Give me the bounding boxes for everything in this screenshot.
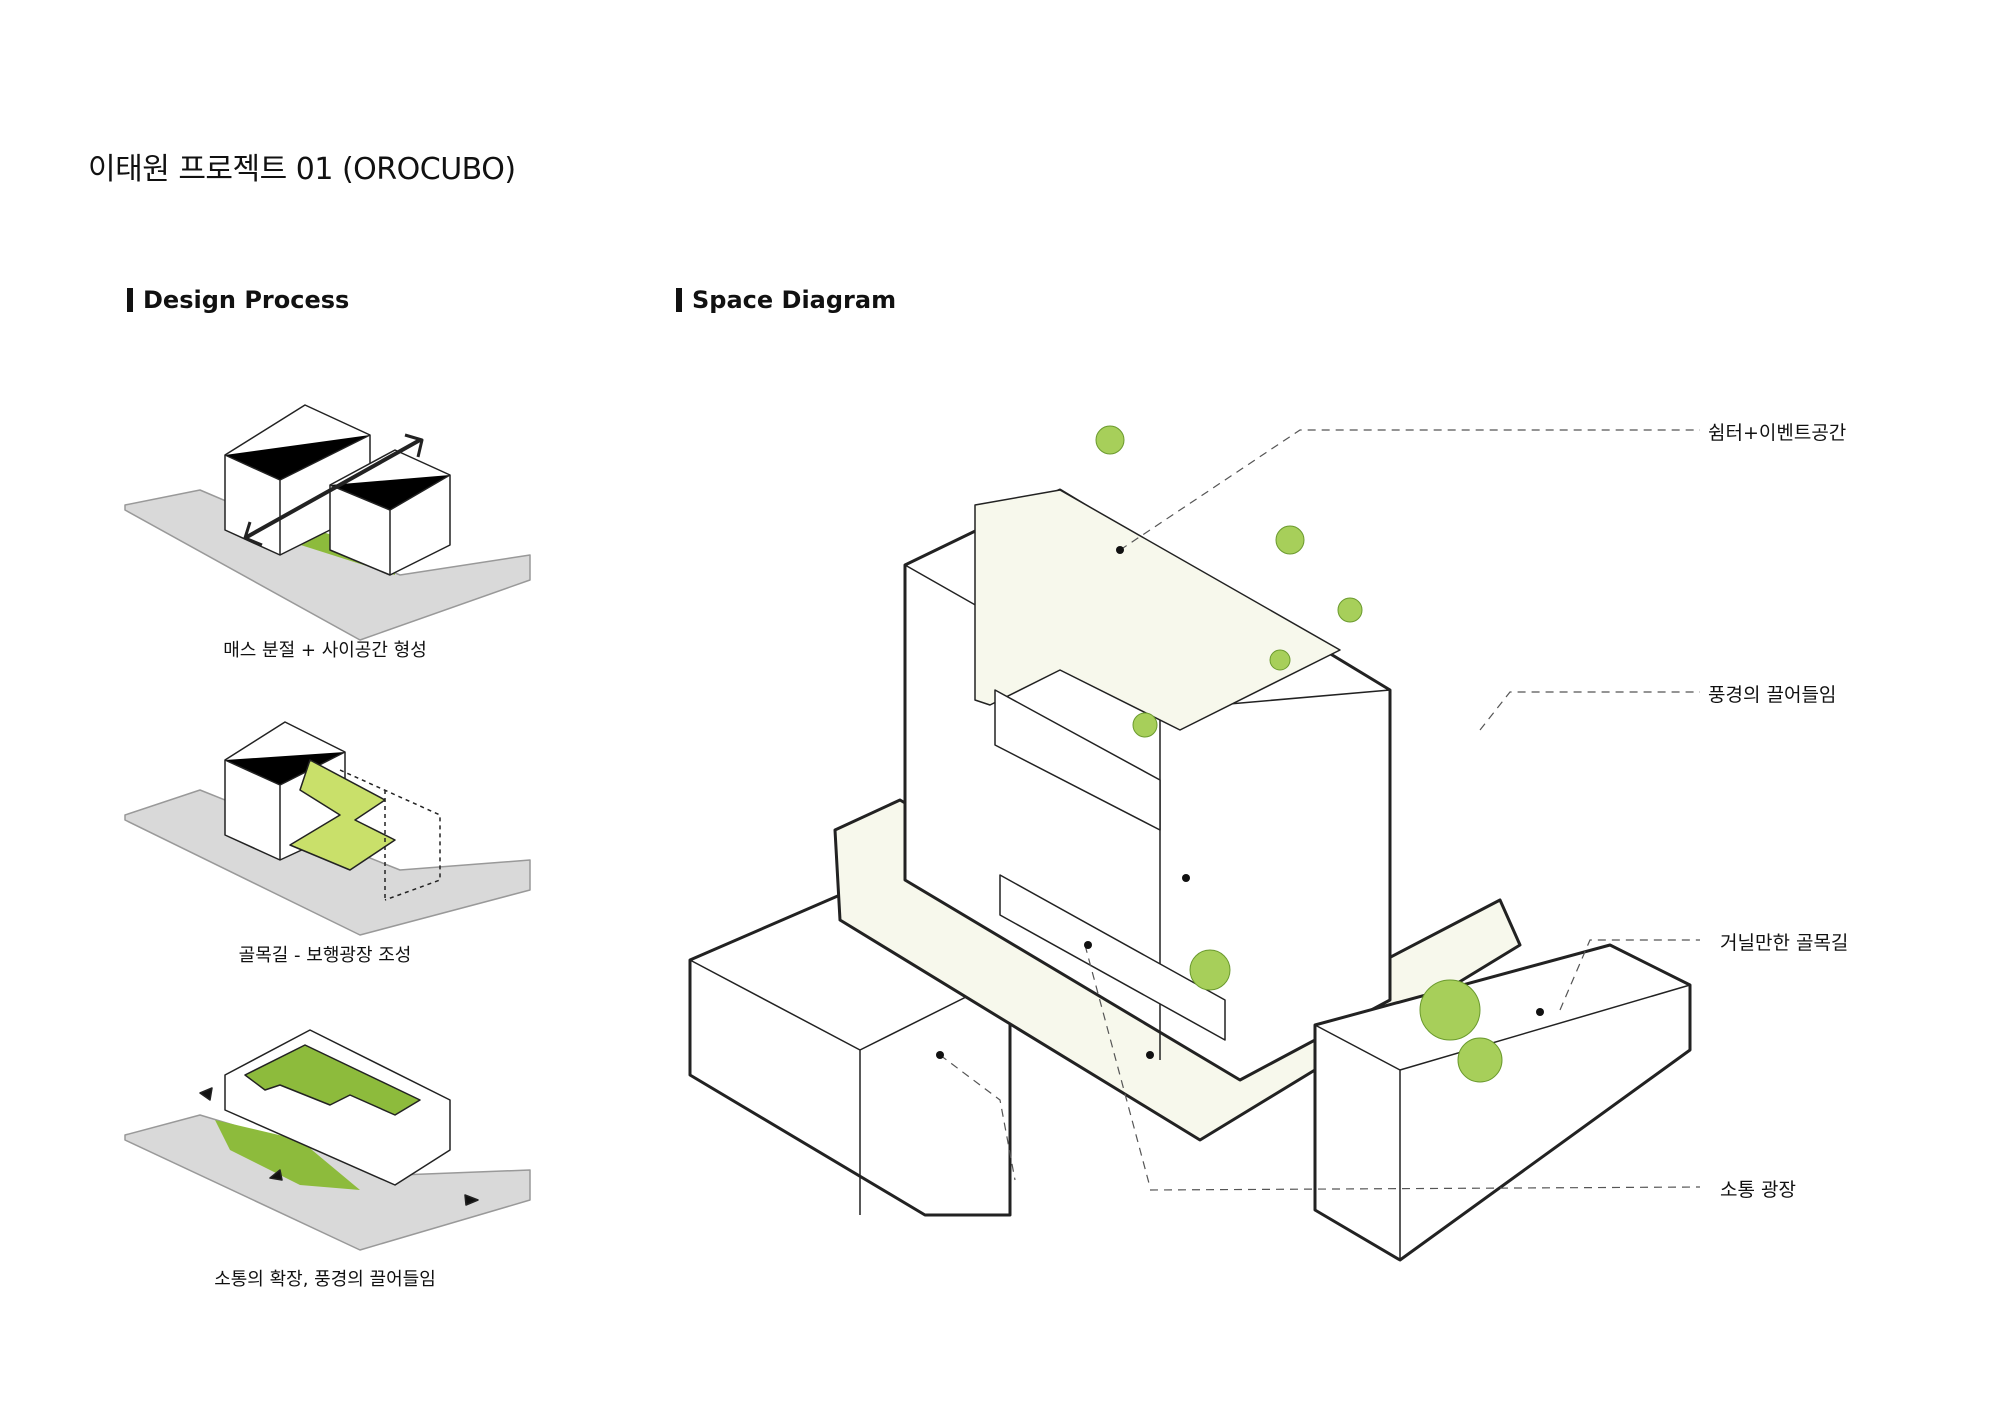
heading-bar: [676, 288, 682, 312]
label-alley: 거닐만한 골목길: [1720, 932, 1849, 954]
space-diagram-heading: Space Diagram: [676, 286, 896, 314]
process-step-1-drawing: [124, 404, 531, 641]
label-landscape: 풍경의 끌어들임: [1708, 684, 1837, 706]
page-title: 이태원 프로젝트 01 (OROCUBO): [88, 152, 516, 187]
process-step-2-drawing: [124, 721, 531, 936]
space-diagram-drawing: [688, 425, 1692, 1262]
process-caption-1: 매스 분절 + 사이공간 형성: [223, 640, 427, 661]
anchor-dots: [936, 546, 1544, 1059]
process-caption-2: 골목길 - 보행광장 조성: [238, 945, 412, 966]
process-caption-3: 소통의 확장, 풍경의 끌어들임: [214, 1269, 436, 1290]
space-diagram-label: Space Diagram: [692, 286, 897, 314]
heading-bar: [127, 288, 133, 312]
process-step-3-drawing: [124, 1029, 531, 1251]
leader-lines: [939, 429, 1701, 1191]
design-process-heading: Design Process: [127, 286, 349, 314]
label-shelter-event: 쉼터+이벤트공간: [1708, 422, 1847, 444]
label-plaza: 소통 광장: [1720, 1179, 1796, 1201]
design-process-label: Design Process: [143, 286, 350, 314]
